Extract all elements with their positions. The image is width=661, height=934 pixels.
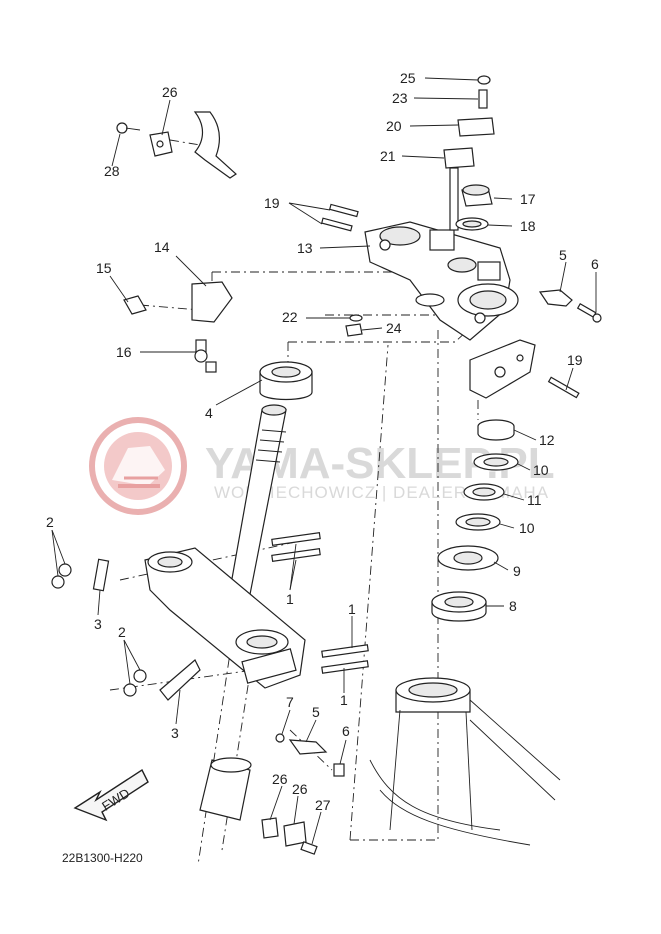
callout-11: 11 xyxy=(527,492,542,508)
upper-bracket xyxy=(364,221,519,341)
callout-16: 16 xyxy=(116,344,132,360)
upper-bracket-assembly xyxy=(116,111,237,179)
clamp-upper xyxy=(538,289,602,323)
bearing-4 xyxy=(259,361,313,401)
handlebar-holder xyxy=(443,75,495,231)
callout-21: 21 xyxy=(380,148,396,164)
diagram-code: 22B1300-H220 xyxy=(62,851,143,865)
callout-14: 14 xyxy=(154,239,170,255)
callout-3-upper: 3 xyxy=(94,616,102,632)
callout-1-a: 1 xyxy=(286,591,294,607)
callout-19-lower: 19 xyxy=(567,352,583,368)
callout-28: 28 xyxy=(104,163,120,179)
callout-12: 12 xyxy=(539,432,555,448)
callout-4: 4 xyxy=(205,405,213,421)
callout-26-lower-a: 26 xyxy=(272,771,288,787)
callout-27: 27 xyxy=(315,797,331,813)
callout-7: 7 xyxy=(286,694,294,710)
callout-10-upper: 10 xyxy=(533,462,549,478)
callout-6-lower: 6 xyxy=(342,723,350,739)
callout-25: 25 xyxy=(400,70,416,86)
callout-10-lower: 10 xyxy=(519,520,535,536)
callout-5-upper: 5 xyxy=(559,247,567,263)
frame-head xyxy=(369,677,561,846)
callout-13: 13 xyxy=(297,240,313,256)
callout-2-upper: 2 xyxy=(46,514,54,530)
callout-18: 18 xyxy=(520,218,536,234)
cable-clamps xyxy=(51,558,201,701)
callout-22: 22 xyxy=(282,309,298,325)
callout-3-lower: 3 xyxy=(171,725,179,741)
callout-26-top: 26 xyxy=(162,84,178,100)
lower-brackets xyxy=(261,817,318,855)
callout-15: 15 xyxy=(96,260,112,276)
callout-2-lower: 2 xyxy=(118,624,126,640)
steering-nut xyxy=(455,184,493,231)
callout-5-lower: 5 xyxy=(312,704,320,720)
bolts-1 xyxy=(271,532,369,674)
callout-24: 24 xyxy=(386,320,402,336)
callout-6-upper: 6 xyxy=(591,256,599,272)
watermark-logo xyxy=(89,417,187,515)
clamp-lower xyxy=(275,733,345,777)
leader-lines xyxy=(51,77,597,845)
callout-20: 20 xyxy=(386,118,402,134)
callout-19-upper: 19 xyxy=(264,195,280,211)
callout-17: 17 xyxy=(520,191,536,207)
callout-labels: 25 23 20 21 17 18 19 13 5 6 19 14 15 16 … xyxy=(46,70,599,813)
bolts-19 xyxy=(320,203,580,399)
bearing-stack xyxy=(431,419,519,622)
cable-plate xyxy=(469,339,536,399)
fwd-arrow-icon: FWD xyxy=(73,768,149,822)
callout-8: 8 xyxy=(509,598,517,614)
callout-9: 9 xyxy=(513,563,521,579)
bracket-14 xyxy=(123,281,233,373)
steering-stem xyxy=(144,404,306,821)
callout-1-c: 1 xyxy=(340,692,348,708)
callout-23: 23 xyxy=(392,90,408,106)
callout-1-b: 1 xyxy=(348,601,356,617)
watermark-dealer: WODZIECHOWICZ | DEALER YAMAHA xyxy=(214,483,549,502)
callout-26-lower-b: 26 xyxy=(292,781,308,797)
